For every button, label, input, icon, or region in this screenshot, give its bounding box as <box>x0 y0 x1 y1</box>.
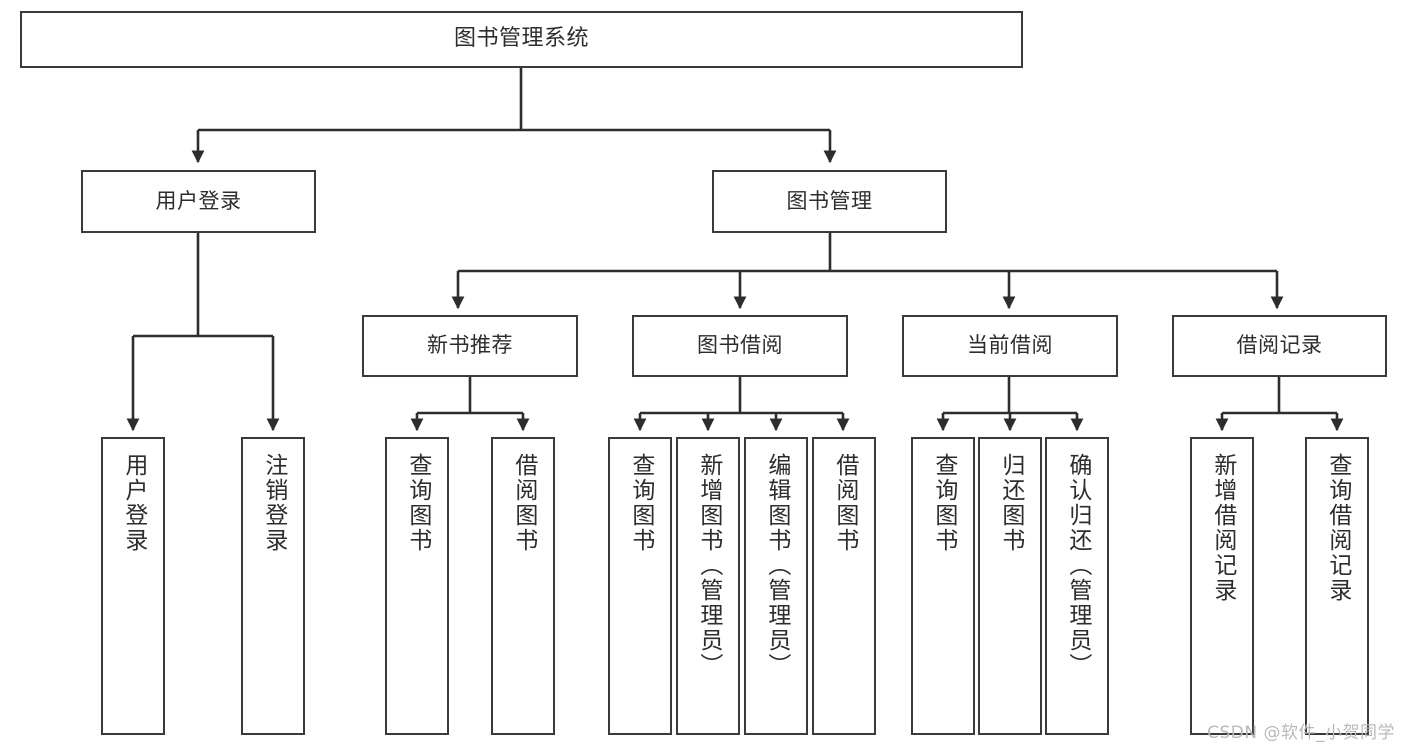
leaf-confirm-return-admin[interactable]: 确认归还（管理员） <box>1045 437 1109 735</box>
leaf-user-login[interactable]: 用户登录 <box>101 437 165 735</box>
node-current-borrow[interactable]: 当前借阅 <box>902 315 1118 377</box>
node-label: 新增借阅记录 <box>1209 453 1236 603</box>
node-label: 图书借阅 <box>697 333 783 358</box>
node-new-book-recommend[interactable]: 新书推荐 <box>362 315 578 377</box>
watermark: CSDN @软件_小贺同学 <box>1207 723 1395 743</box>
node-borrow-record[interactable]: 借阅记录 <box>1172 315 1387 377</box>
leaf-query-borrow-record[interactable]: 查询借阅记录 <box>1305 437 1369 735</box>
node-label: 新书推荐 <box>427 333 513 358</box>
leaf-query-book-current[interactable]: 查询图书 <box>911 437 975 735</box>
leaf-add-book-admin[interactable]: 新增图书（管理员） <box>676 437 740 735</box>
leaf-return-book[interactable]: 归还图书 <box>978 437 1042 735</box>
node-root-book-management-system[interactable]: 图书管理系统 <box>20 11 1023 68</box>
node-label: 图书管理 <box>786 188 873 213</box>
node-label: 借阅记录 <box>1236 333 1323 358</box>
node-label: 查询图书 <box>627 453 654 553</box>
node-label: 查询图书 <box>930 453 957 553</box>
node-label: 新增图书（管理员） <box>695 453 722 678</box>
leaf-query-book-recommend[interactable]: 查询图书 <box>385 437 449 735</box>
leaf-query-book-borrow[interactable]: 查询图书 <box>608 437 672 735</box>
node-label: 编辑图书（管理员） <box>763 453 790 678</box>
leaf-borrow-book-recommend[interactable]: 借阅图书 <box>491 437 555 735</box>
node-book-management[interactable]: 图书管理 <box>712 170 947 233</box>
node-label: 图书管理系统 <box>453 26 589 52</box>
node-label: 当前借阅 <box>967 333 1053 358</box>
leaf-logout-login[interactable]: 注销登录 <box>241 437 305 735</box>
node-label: 用户登录 <box>120 453 147 553</box>
node-book-borrow[interactable]: 图书借阅 <box>632 315 848 377</box>
leaf-borrow-book[interactable]: 借阅图书 <box>812 437 876 735</box>
leaf-add-borrow-record[interactable]: 新增借阅记录 <box>1190 437 1254 735</box>
node-label: 查询借阅记录 <box>1324 453 1351 603</box>
node-label: 借阅图书 <box>831 453 858 553</box>
node-label: 注销登录 <box>260 453 287 553</box>
leaf-edit-book-admin[interactable]: 编辑图书（管理员） <box>744 437 808 735</box>
node-label: 确认归还（管理员） <box>1064 453 1091 678</box>
node-label: 用户登录 <box>155 188 242 213</box>
node-user-login[interactable]: 用户登录 <box>81 170 316 233</box>
node-label: 归还图书 <box>997 453 1024 553</box>
node-label: 查询图书 <box>404 453 431 553</box>
node-label: 借阅图书 <box>510 453 537 553</box>
